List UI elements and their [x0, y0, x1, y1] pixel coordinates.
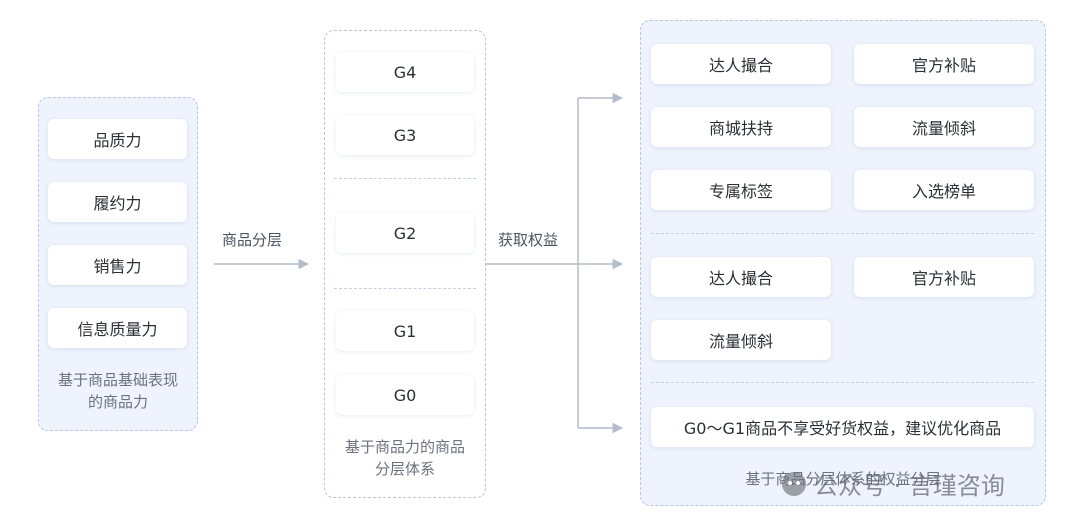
middle-caption-line-1: 基于商品力的商品 — [344, 438, 465, 456]
benefit-traffic-boost: 流量倾斜 — [854, 107, 1034, 147]
benefit-official-subsidy: 官方补贴 — [854, 44, 1034, 84]
middle-caption-line-2: 分层体系 — [374, 460, 435, 478]
left-item-fulfillment: 履约力 — [48, 182, 187, 222]
watermark: 公众号 · 言瑾咨询 — [782, 466, 1005, 501]
watermark-text: 公众号 · 言瑾咨询 — [814, 472, 1005, 500]
benefit2-traffic-boost: 流量倾斜 — [651, 320, 831, 360]
benefit2-expert-matching: 达人撮合 — [651, 257, 831, 297]
benefits-divider-2 — [651, 382, 1034, 383]
layering-label: 商品分层 — [222, 231, 283, 249]
tier-g4: G4 — [336, 52, 474, 92]
benefits-label: 获取权益 — [498, 231, 559, 249]
left-item-quality: 品质力 — [48, 119, 187, 159]
benefit2-official-subsidy: 官方补贴 — [854, 257, 1034, 297]
tier-g2: G2 — [336, 213, 474, 253]
benefit-exclusive-tag: 专属标签 — [651, 170, 831, 210]
tier-panel — [324, 30, 486, 498]
tier-divider-2 — [334, 288, 476, 289]
benefits-divider-1 — [651, 233, 1034, 234]
middle-caption: 基于商品力的商品 分层体系 — [324, 436, 486, 480]
left-caption-line-1: 基于商品基础表现 — [57, 371, 178, 389]
benefit-none-note: G0～G1商品不享受好货权益，建议优化商品 — [651, 407, 1034, 447]
wechat-icon — [782, 471, 806, 496]
tier-g3: G3 — [336, 115, 474, 155]
left-item-sales: 销售力 — [48, 245, 187, 285]
tier-divider-1 — [334, 178, 476, 179]
left-item-info-quality: 信息质量力 — [48, 308, 187, 348]
left-caption: 基于商品基础表现 的商品力 — [38, 369, 198, 413]
benefit-ranking-list: 入选榜单 — [854, 170, 1034, 210]
benefit-mall-support: 商城扶持 — [651, 107, 831, 147]
tier-g0: G0 — [336, 375, 474, 415]
benefit-expert-matching: 达人撮合 — [651, 44, 831, 84]
tier-g1: G1 — [336, 311, 474, 351]
left-caption-line-2: 的商品力 — [87, 393, 148, 411]
